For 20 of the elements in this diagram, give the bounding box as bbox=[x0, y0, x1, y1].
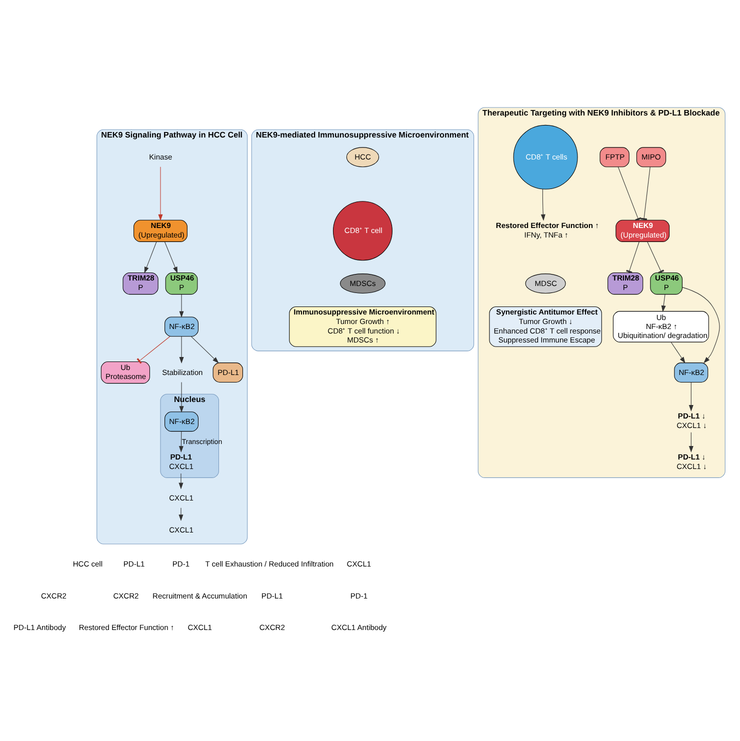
arrow bbox=[190, 336, 219, 364]
arrow bbox=[179, 336, 184, 364]
arrow bbox=[540, 188, 546, 221]
connector bbox=[647, 242, 664, 274]
arrow bbox=[178, 431, 184, 453]
arrow bbox=[179, 294, 184, 318]
arrow bbox=[682, 287, 720, 364]
arrow bbox=[164, 242, 178, 274]
arrow bbox=[688, 382, 694, 412]
connector bbox=[618, 166, 642, 221]
connector bbox=[136, 336, 170, 364]
arrow bbox=[158, 166, 163, 221]
arrow bbox=[179, 382, 184, 413]
arrow bbox=[688, 432, 694, 452]
arrow bbox=[144, 242, 157, 274]
arrow bbox=[670, 342, 686, 364]
connector bbox=[626, 242, 640, 274]
arrow bbox=[178, 473, 184, 490]
arrow bbox=[178, 508, 184, 522]
arrow bbox=[661, 294, 666, 312]
